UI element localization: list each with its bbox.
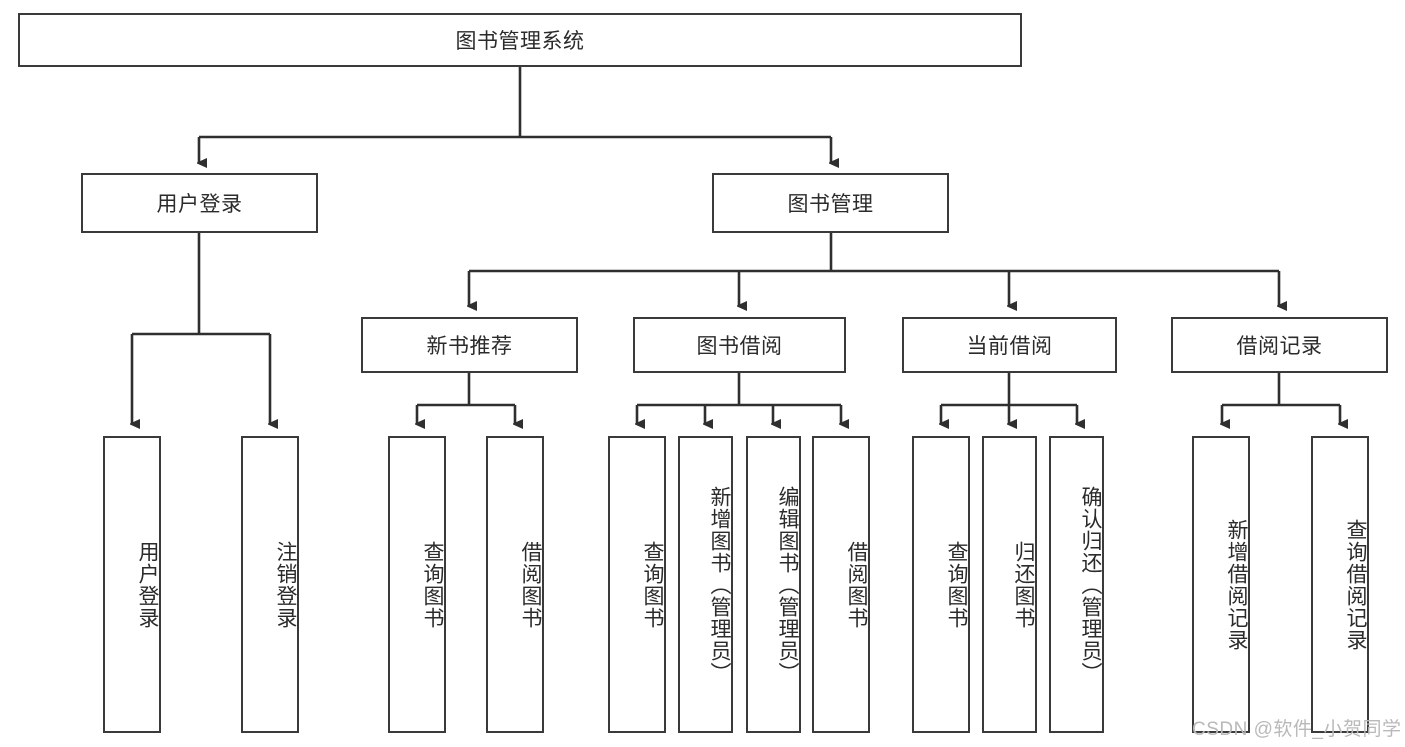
node-user-login[interactable]: 用户登录 — [81, 173, 318, 233]
node-leaf-user-logout[interactable]: 注销登录 — [241, 436, 299, 733]
node-leaf-add-book-label: 新增图书（管理员） — [708, 485, 731, 684]
node-current-borrow[interactable]: 当前借阅 — [902, 317, 1117, 373]
node-leaf-confirm-return-label: 确认归还（管理员） — [1079, 485, 1102, 684]
node-leaf-borrow-book-2-label: 借阅图书 — [845, 540, 868, 629]
node-leaf-confirm-return[interactable]: 确认归还（管理员） — [1049, 436, 1104, 733]
node-leaf-user-login[interactable]: 用户登录 — [103, 436, 161, 733]
node-leaf-edit-book[interactable]: 编辑图书（管理员） — [746, 436, 801, 733]
node-leaf-query-record-label: 查询借阅记录 — [1344, 518, 1367, 651]
node-leaf-return-book[interactable]: 归还图书 — [982, 436, 1037, 733]
node-leaf-add-book[interactable]: 新增图书（管理员） — [678, 436, 733, 733]
node-current-borrow-label: 当前借阅 — [966, 335, 1053, 358]
node-leaf-query-book-2[interactable]: 查询图书 — [608, 436, 666, 733]
node-borrow-record[interactable]: 借阅记录 — [1171, 317, 1388, 373]
node-new-book-recommend-label: 新书推荐 — [426, 335, 513, 358]
node-leaf-add-record[interactable]: 新增借阅记录 — [1192, 436, 1250, 733]
node-borrow-record-label: 借阅记录 — [1236, 335, 1323, 358]
node-leaf-query-book-3-label: 查询图书 — [945, 540, 968, 629]
node-leaf-user-login-label: 用户登录 — [136, 540, 159, 629]
node-leaf-query-record[interactable]: 查询借阅记录 — [1311, 436, 1369, 733]
node-leaf-user-logout-label: 注销登录 — [274, 540, 297, 629]
node-leaf-query-book-3[interactable]: 查询图书 — [912, 436, 970, 733]
node-leaf-borrow-book-2[interactable]: 借阅图书 — [812, 436, 870, 733]
node-leaf-borrow-book-1[interactable]: 借阅图书 — [486, 436, 544, 733]
node-book-borrow[interactable]: 图书借阅 — [633, 317, 846, 373]
node-user-login-label: 用户登录 — [156, 193, 243, 216]
node-new-book-recommend[interactable]: 新书推荐 — [361, 317, 578, 373]
node-book-manage-label: 图书管理 — [787, 193, 874, 216]
node-book-borrow-label: 图书借阅 — [696, 335, 783, 358]
node-leaf-edit-book-label: 编辑图书（管理员） — [776, 485, 799, 684]
node-book-manage[interactable]: 图书管理 — [712, 173, 949, 233]
node-leaf-borrow-book-1-label: 借阅图书 — [519, 540, 542, 629]
csdn-watermark: CSDN @软件_小贺同学 — [1192, 719, 1402, 740]
node-leaf-return-book-label: 归还图书 — [1012, 540, 1035, 629]
node-root-label: 图书管理系统 — [455, 30, 585, 53]
node-leaf-query-book-2-label: 查询图书 — [641, 540, 664, 629]
node-leaf-add-record-label: 新增借阅记录 — [1225, 518, 1248, 651]
node-root[interactable]: 图书管理系统 — [18, 13, 1022, 67]
node-leaf-query-book-1[interactable]: 查询图书 — [388, 436, 446, 733]
node-leaf-query-book-1-label: 查询图书 — [421, 540, 444, 629]
